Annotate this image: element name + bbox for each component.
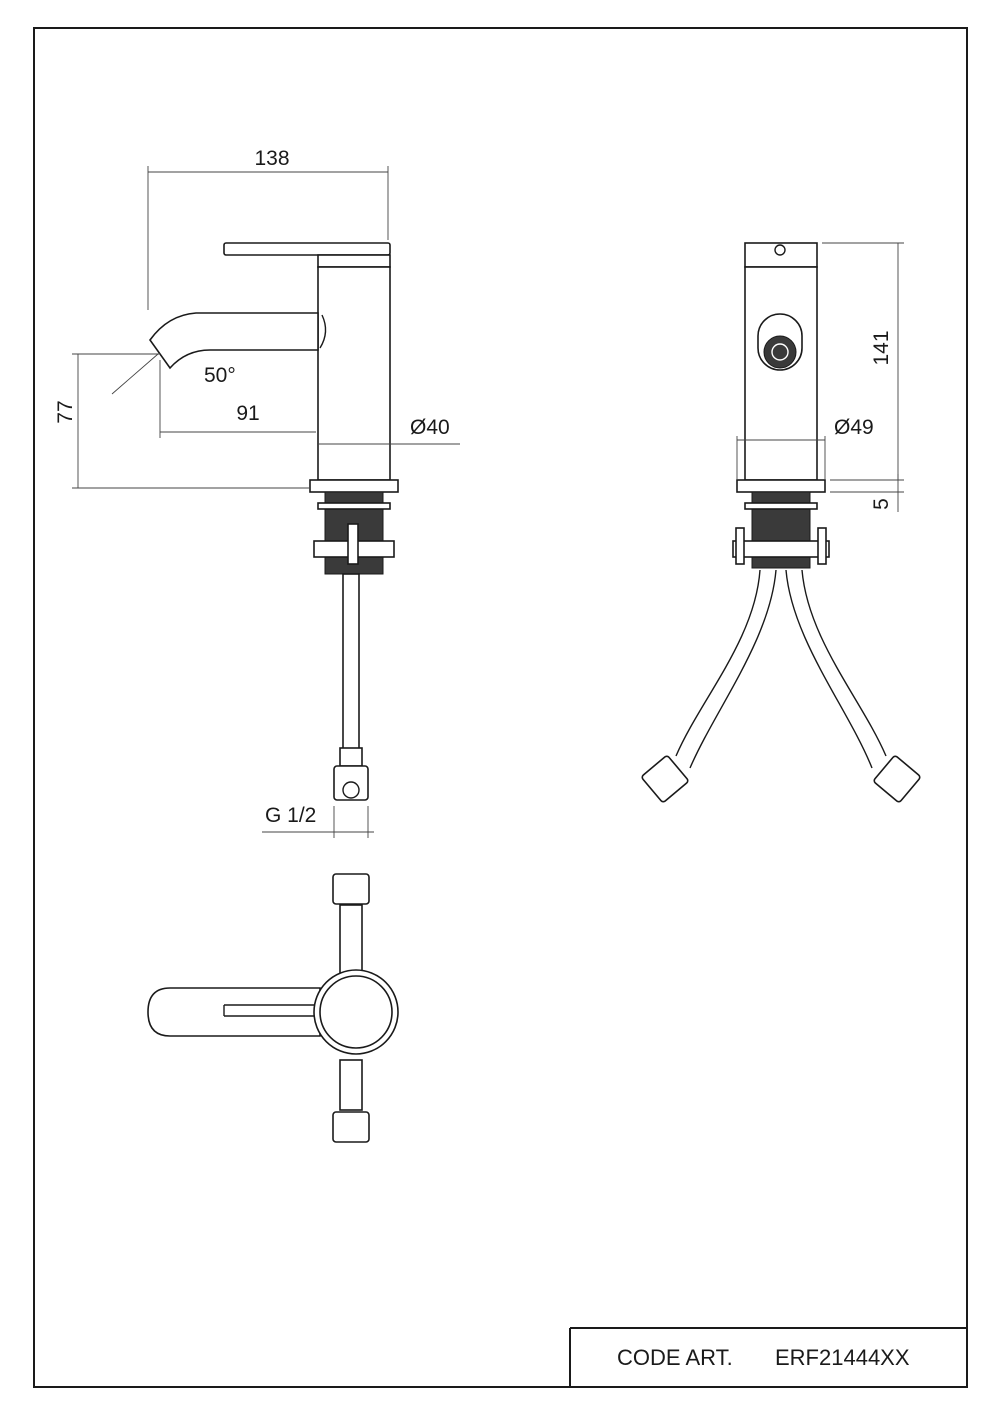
front-view: 141 Ø49 5 — [641, 243, 921, 803]
tap-body — [318, 267, 390, 480]
front-connector-left — [641, 755, 689, 803]
top-connector-upper — [333, 874, 369, 904]
front-fixing-washer — [745, 503, 817, 509]
front-fixing-bolt-left — [736, 528, 744, 564]
top-hose-upper — [340, 905, 362, 975]
top-connector-lower — [333, 1112, 369, 1142]
side-view: 138 77 50° 91 Ø40 G 1/2 — [54, 147, 460, 838]
dim-g12: G 1/2 — [265, 804, 316, 827]
top-body-circle — [320, 976, 392, 1048]
front-base-ring — [737, 480, 825, 492]
title-block-label: CODE ART. — [617, 1345, 733, 1370]
fixing-nut — [348, 524, 358, 564]
lever-handle — [224, 243, 390, 255]
front-connector-right — [873, 755, 921, 803]
front-hose-right — [786, 570, 886, 768]
title-block: CODE ART. ERF21444XX — [570, 1328, 967, 1387]
top-hose-lower — [340, 1060, 362, 1110]
fixing-washer — [318, 503, 390, 509]
dim-141: 141 — [870, 330, 893, 365]
dim-50deg: 50° — [204, 364, 236, 387]
front-hose-left — [676, 570, 776, 768]
front-fixing-bolt-right — [818, 528, 826, 564]
hose-ferrule — [340, 748, 362, 766]
aerator — [764, 336, 796, 368]
base-ring — [310, 480, 398, 492]
angle-line-50 — [112, 354, 158, 394]
dim-d49: Ø49 — [834, 416, 874, 439]
dim-138: 138 — [254, 147, 289, 170]
article-code: ERF21444XX — [775, 1345, 910, 1370]
flexible-hose — [343, 574, 359, 754]
sheet-border — [34, 28, 967, 1387]
top-lever — [148, 988, 320, 1036]
front-fixing-plate — [733, 541, 829, 557]
dim-5: 5 — [870, 498, 893, 510]
handle-cap — [318, 255, 390, 267]
spout — [150, 313, 318, 368]
dim-77: 77 — [54, 400, 77, 423]
front-tap-body — [745, 267, 817, 480]
hose-connector-nut — [334, 766, 368, 800]
dim-91: 91 — [236, 402, 259, 425]
dim-d40: Ø40 — [410, 416, 450, 439]
top-view — [148, 874, 398, 1142]
